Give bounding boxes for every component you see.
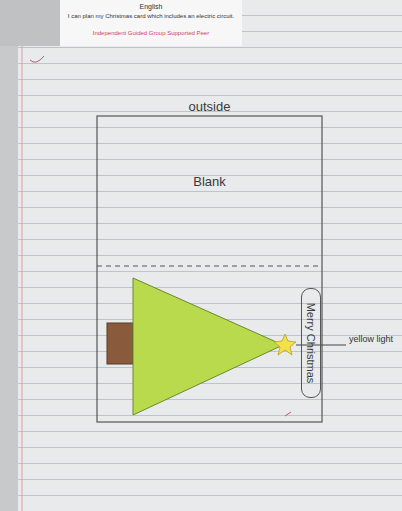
tree-trunk bbox=[107, 323, 133, 364]
page-corner bbox=[0, 0, 62, 46]
callout-label: yellow light bbox=[349, 334, 395, 344]
header-text: Independent Guided Group Supported Peer bbox=[64, 30, 238, 37]
greeting-text: Merry Christmas bbox=[305, 303, 317, 384]
margin-line bbox=[22, 46, 23, 511]
leader-line bbox=[296, 345, 346, 346]
header-text: I can plan my Christmas card which inclu… bbox=[64, 13, 238, 20]
header-text: English bbox=[60, 3, 242, 10]
star-light bbox=[274, 334, 296, 355]
tick-mark bbox=[30, 56, 44, 62]
fold-line bbox=[97, 265, 322, 266]
card-outside-panel: outsideBlank bbox=[97, 96, 322, 266]
christmas-tree bbox=[133, 278, 283, 415]
tick-mark bbox=[285, 412, 291, 416]
greeting-box: Merry Christmas bbox=[301, 288, 321, 398]
panel-text: Blank bbox=[97, 174, 322, 189]
page-edge bbox=[0, 0, 18, 511]
objective-sticker bbox=[60, 0, 242, 46]
card-outline bbox=[97, 116, 322, 422]
panel-heading: outside bbox=[97, 99, 322, 114]
